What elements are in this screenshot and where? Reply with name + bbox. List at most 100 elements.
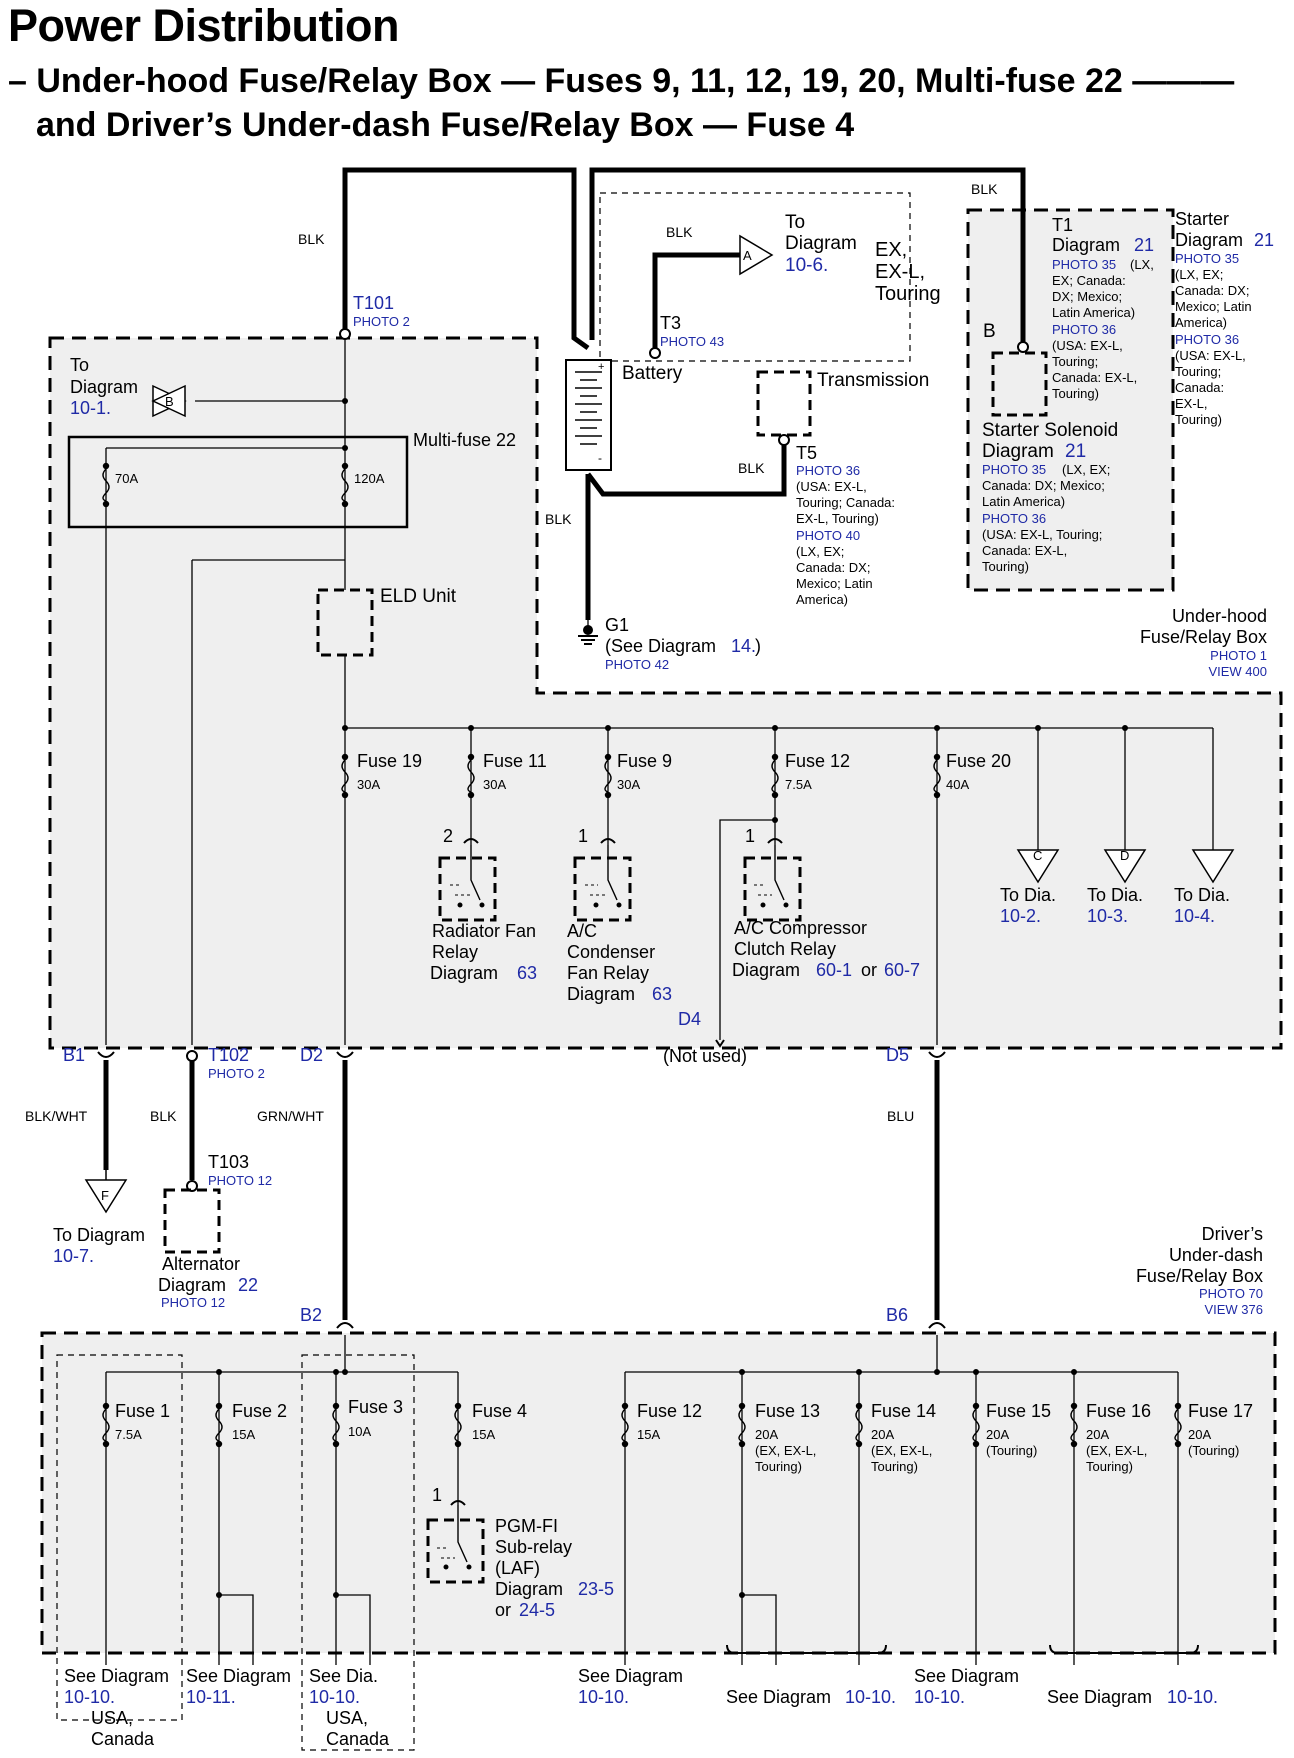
svg-text:(USA: EX-L,: (USA: EX-L, (1052, 338, 1123, 353)
svg-text:Fuse 15: Fuse 15 (986, 1401, 1051, 1421)
svg-text:10-3.: 10-3. (1087, 906, 1128, 926)
svg-text:Sub-relay: Sub-relay (495, 1537, 572, 1557)
svg-text:Under-hood: Under-hood (1172, 606, 1267, 626)
svg-text:Fuse 4: Fuse 4 (472, 1401, 527, 1421)
svg-text:Fuse 3: Fuse 3 (348, 1397, 403, 1417)
underhood-box-label: Under-hood Fuse/Relay Box PHOTO 1 VIEW 4… (1140, 606, 1267, 679)
underhood-fuse-labels: Fuse 19 30A Fuse 11 30A Fuse 9 30A Fuse … (357, 751, 1011, 792)
alternator-label: Alternator (162, 1254, 240, 1274)
to-diag-10-1-b: Diagram (70, 377, 138, 397)
svg-text:To Dia.: To Dia. (1087, 885, 1143, 905)
connector-d-arrow (1103, 849, 1147, 884)
svg-text:(EX, EX-L,: (EX, EX-L, (871, 1443, 932, 1458)
svg-text:USA,: USA, (91, 1708, 133, 1728)
svg-text:See Diagram: See Diagram (186, 1666, 291, 1686)
svg-text:10-10.: 10-10. (309, 1687, 360, 1707)
svg-text:10-4.: 10-4. (1174, 906, 1215, 926)
svg-text:DX; Mexico;: DX; Mexico; (1052, 289, 1122, 304)
svg-text:EX-L, Touring): EX-L, Touring) (796, 511, 879, 526)
svg-text:Fuse 2: Fuse 2 (232, 1401, 287, 1421)
solenoid-label: Starter Solenoid (982, 420, 1118, 441)
starter-label: Starter (1175, 209, 1229, 229)
relay-labels: 2 1 1 Radiator Fan Relay Diagram 63 A/C … (430, 826, 920, 1004)
see-diagram-labels: See Diagram 10-10. USA, Canada See Diagr… (64, 1666, 1218, 1749)
ac-compressor-clutch-relay (743, 845, 802, 922)
svg-text:Fuse/Relay Box: Fuse/Relay Box (1140, 627, 1267, 647)
alternator-photo: PHOTO 12 (161, 1295, 225, 1310)
fuse-20-label: Fuse 20 (946, 751, 1011, 771)
starter-box (966, 208, 1175, 592)
svg-text:7.5A: 7.5A (115, 1427, 142, 1442)
svg-text:2: 2 (443, 826, 453, 846)
svg-text:Touring): Touring) (1052, 386, 1099, 401)
svg-text:(Touring): (Touring) (986, 1443, 1037, 1458)
svg-text:(LX, EX;: (LX, EX; (1062, 462, 1110, 477)
svg-text:60-7: 60-7 (884, 960, 920, 980)
usa-canada-box-1 (56, 1354, 183, 1721)
svg-text:10-10.: 10-10. (845, 1687, 896, 1707)
t101-label: T101 (353, 293, 394, 313)
t3-photo: PHOTO 43 (660, 334, 724, 349)
pgm-fi-sub-relay (426, 1505, 485, 1584)
svg-text:To Dia.: To Dia. (1000, 885, 1056, 905)
subtitle-line-2: and Driver’s Under-dash Fuse/Relay Box —… (36, 106, 855, 144)
svg-text:VIEW 400: VIEW 400 (1208, 664, 1267, 679)
svg-text:20A: 20A (1086, 1427, 1109, 1442)
svg-text:PHOTO 35: PHOTO 35 (982, 462, 1046, 477)
svg-text:20A: 20A (755, 1427, 778, 1442)
svg-text:Touring): Touring) (871, 1459, 918, 1474)
svg-text:7.5A: 7.5A (785, 777, 812, 792)
svg-text:15A: 15A (472, 1427, 495, 1442)
connector-c-arrow (1016, 849, 1060, 884)
fuse-11-label: Fuse 11 (483, 751, 547, 771)
t5-label: T5 (796, 443, 817, 463)
thick-wires (103, 167, 1026, 1320)
fuse-9-label: Fuse 9 (617, 751, 672, 771)
fuse-19-symbol (341, 753, 349, 799)
svg-text:Canada: Canada (326, 1729, 390, 1749)
wire-blk-1: BLK (298, 231, 325, 247)
svg-text:T103: T103 (208, 1152, 249, 1172)
to-diag-10-7-a: To Diagram (53, 1225, 145, 1245)
svg-text:See Diagram: See Diagram (1047, 1687, 1152, 1707)
svg-text:10-10.: 10-10. (914, 1687, 965, 1707)
fuse-20-symbol (933, 753, 941, 799)
svg-text:(EX, EX-L,: (EX, EX-L, (755, 1443, 816, 1458)
connector-b-label: B (165, 394, 174, 409)
subtitle-line-1: – Under-hood Fuse/Relay Box — Fuses 9, 1… (8, 62, 1235, 100)
connector-e-arrow (1191, 849, 1235, 884)
svg-text:Fuse 12: Fuse 12 (637, 1401, 702, 1421)
svg-text:10-2.: 10-2. (1000, 906, 1041, 926)
svg-text:See Diagram: See Diagram (64, 1666, 169, 1686)
svg-text:B1: B1 (63, 1045, 85, 1065)
alternator-diag: Diagram (158, 1275, 226, 1295)
t1-label: T1 (1052, 215, 1073, 235)
svg-text:A/C: A/C (567, 921, 597, 941)
fuse-11-symbol (467, 753, 475, 799)
svg-text:Touring): Touring) (1175, 412, 1222, 427)
svg-text:PHOTO 36: PHOTO 36 (1052, 322, 1116, 337)
svg-text:T102: T102 (208, 1045, 249, 1065)
svg-text:Clutch Relay: Clutch Relay (734, 939, 836, 959)
svg-text:Latin America): Latin America) (1052, 305, 1135, 320)
svg-text:PGM-FI: PGM-FI (495, 1516, 558, 1536)
svg-text:Diagram: Diagram (567, 984, 635, 1004)
svg-text:See Diagram: See Diagram (914, 1666, 1019, 1686)
svg-text:10-10.: 10-10. (64, 1687, 115, 1707)
wire-colors: BLK BLK BLK BLK BLK BLK/WHT BLK GRN/WHT … (25, 181, 998, 1124)
alternator (163, 1188, 221, 1254)
svg-text:20A: 20A (986, 1427, 1009, 1442)
svg-text:PHOTO 36: PHOTO 36 (982, 511, 1046, 526)
pgm-fi-labels: 1 PGM-FI Sub-relay (LAF) Diagram 23-5 or… (432, 1485, 614, 1620)
svg-text:USA,: USA, (326, 1708, 368, 1728)
to-diag-10-1-c: 10-1. (70, 398, 111, 418)
underdash-box (40, 1331, 1277, 1655)
transmission-label: Transmission (817, 370, 929, 391)
radiator-fan-relay (438, 845, 497, 922)
wire-blk-wht: BLK/WHT (25, 1108, 88, 1124)
svg-text:VIEW 376: VIEW 376 (1204, 1302, 1263, 1317)
to-diag-10-1-a: To (70, 355, 89, 375)
svg-text:EX; Canada:: EX; Canada: (1052, 273, 1126, 288)
starter-num: 21 (1254, 230, 1274, 250)
